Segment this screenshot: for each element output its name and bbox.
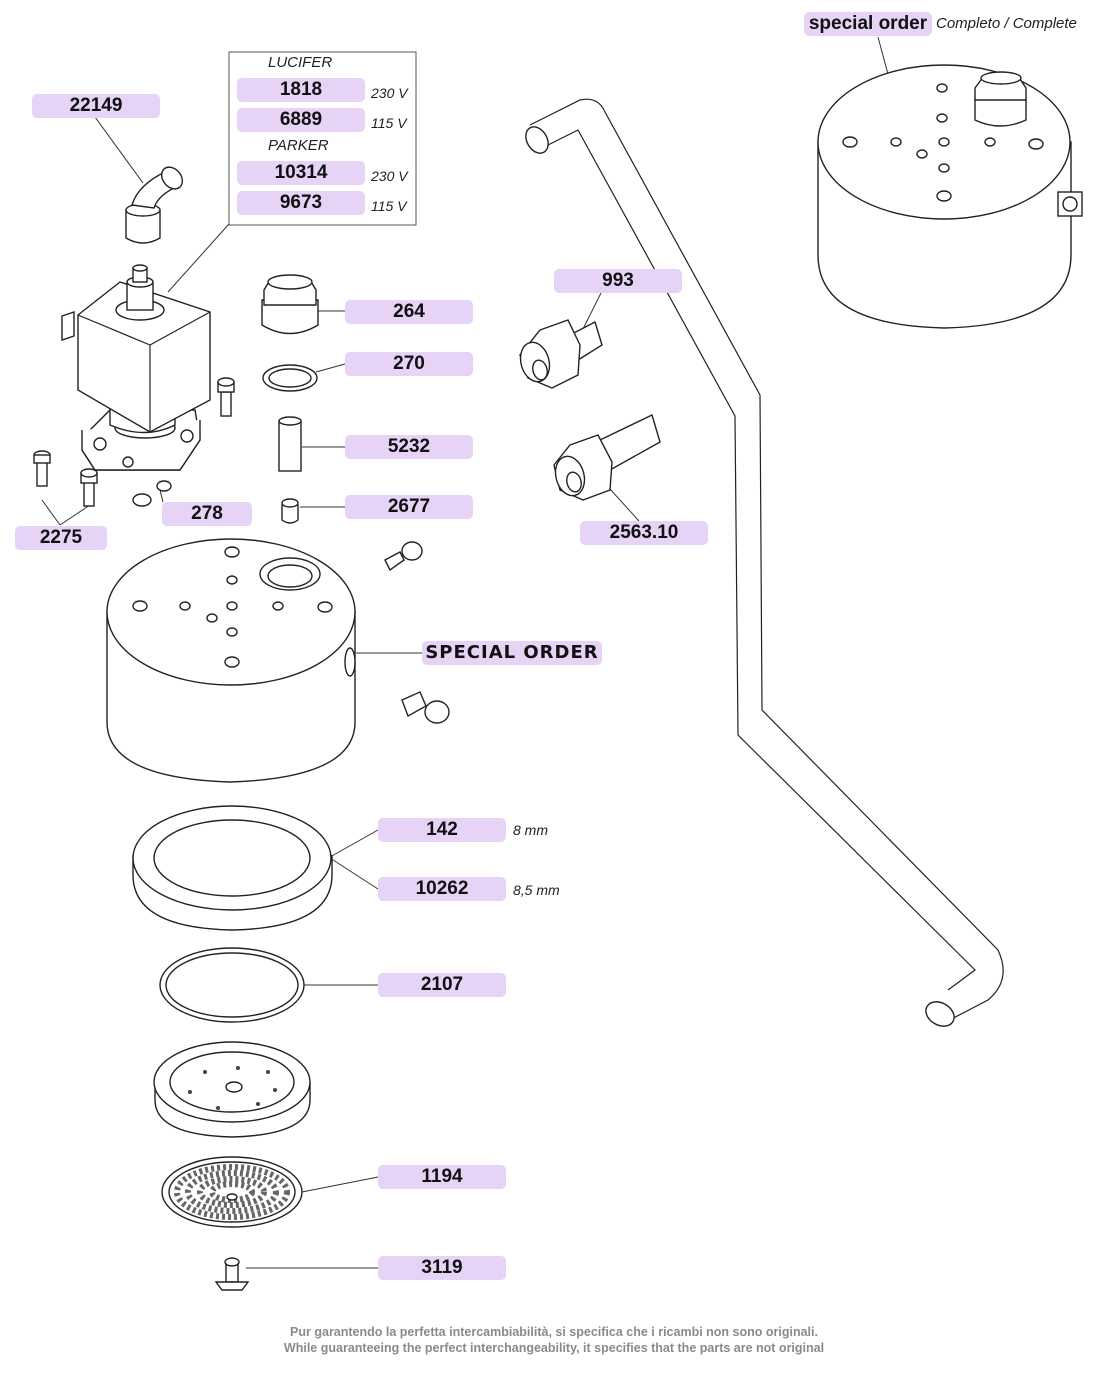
parker-heading: PARKER — [268, 137, 329, 154]
group-block-drawing — [106, 538, 356, 783]
special-order-label[interactable]: SPECIAL ORDER — [422, 641, 602, 665]
voltage-10314: 230 V — [371, 168, 408, 184]
part-label-264[interactable]: 264 — [345, 300, 473, 324]
elbow-22149-drawing — [125, 166, 184, 244]
lucifer-heading: LUCIFER — [268, 54, 333, 71]
fitting-2563-drawing — [553, 414, 661, 501]
oring-278a-drawing — [132, 493, 152, 507]
pin-5232-drawing — [278, 416, 302, 472]
part-label-142[interactable]: 142 — [378, 818, 506, 842]
part-label-6889[interactable]: 6889 — [237, 108, 365, 132]
special-order-block-drawing — [817, 64, 1083, 329]
screw-3119-drawing — [214, 1257, 250, 1291]
part-label-2275[interactable]: 2275 — [15, 526, 107, 550]
part-label-10314[interactable]: 10314 — [237, 161, 365, 185]
voltage-1818: 230 V — [371, 85, 408, 101]
oring-278b-drawing — [156, 480, 172, 492]
tube-drawing — [525, 98, 1004, 1027]
disclaimer-english: While guaranteeing the perfect interchan… — [283, 1341, 825, 1355]
part-label-1194[interactable]: 1194 — [378, 1165, 506, 1189]
size-10262: 8,5 mm — [513, 882, 560, 898]
shower-holder-drawing — [153, 1041, 311, 1138]
part-label-2107[interactable]: 2107 — [378, 973, 506, 997]
part-label-2677[interactable]: 2677 — [345, 495, 473, 519]
gasket-142-drawing — [132, 805, 333, 931]
screws-2275-drawing — [33, 377, 235, 507]
shower-screen-drawing — [161, 1156, 303, 1228]
size-142: 8 mm — [513, 822, 548, 838]
disclaimer-footer: Pur garantendo la perfetta intercambiabi… — [0, 1324, 1108, 1356]
part-label-270[interactable]: 270 — [345, 352, 473, 376]
special-order-complete-label[interactable]: special order — [804, 12, 932, 36]
jet-2677-drawing — [281, 498, 299, 524]
part-label-278[interactable]: 278 — [162, 502, 252, 526]
part-label-10262[interactable]: 10262 — [378, 877, 506, 901]
disclaimer-italian: Pur garantendo la perfetta intercambiabi… — [290, 1325, 818, 1339]
part-label-1818[interactable]: 1818 — [237, 78, 365, 102]
fitting-993-drawing — [519, 319, 603, 389]
solenoid-valve-drawing — [61, 264, 211, 471]
plug-264-drawing — [261, 274, 319, 335]
part-label-5232[interactable]: 5232 — [345, 435, 473, 459]
leader-lines — [41, 36, 890, 1269]
complete-note: Completo / Complete — [936, 15, 1077, 32]
block-screws-drawing — [384, 541, 450, 724]
part-label-9673[interactable]: 9673 — [237, 191, 365, 215]
voltage-6889: 115 V — [371, 115, 407, 131]
part-label-3119[interactable]: 3119 — [378, 1256, 506, 1280]
part-label-22149[interactable]: 22149 — [32, 94, 160, 118]
part-label-993[interactable]: 993 — [554, 269, 682, 293]
voltage-9673: 115 V — [371, 198, 407, 214]
part-label-2563-10[interactable]: 2563.10 — [580, 521, 708, 545]
